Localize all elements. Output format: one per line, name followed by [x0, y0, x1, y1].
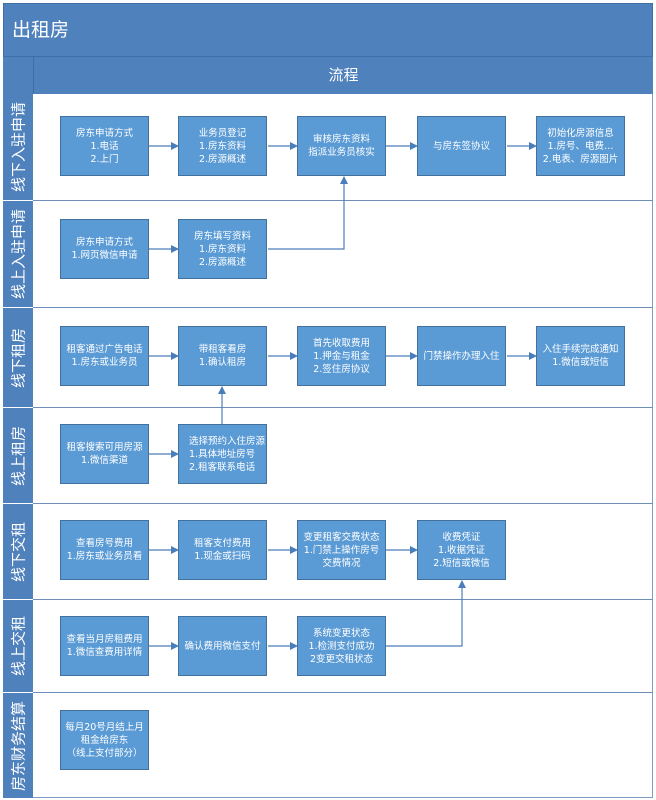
- node-tenant-pay: 租客支付费用 1.现金或扫码: [178, 520, 267, 580]
- flow-header: 流程: [33, 57, 653, 94]
- node-change-pay-status: 变更租客交费状态 1.门禁上操作房号 交费情况: [297, 520, 386, 580]
- lane-divider: [33, 200, 653, 201]
- node-monthly-settlement: 每月20号月结上月 租金给房东 （线上支付部分）: [60, 710, 149, 770]
- arrow: [386, 580, 466, 647]
- header-corner: [3, 57, 33, 94]
- arrow: [268, 176, 348, 250]
- node-viewing: 带租客看房 1.确认租房: [178, 326, 267, 386]
- node-check-room-fee: 查看房号费用 1.房东或业务员看: [60, 520, 149, 580]
- node-receipt: 收费凭证 1.收据凭证 2.短信或微信: [417, 520, 506, 580]
- lane-divider: [33, 692, 653, 693]
- node-ad-call: 租客通过广告电话 1.房东或业务员: [60, 326, 149, 386]
- node-offline-apply-method: 房东申请方式 1.电话 2.上门: [60, 116, 149, 176]
- lane-divider: [33, 599, 653, 600]
- node-access-control: 门禁操作办理入住: [417, 326, 506, 386]
- page-title: 出租房: [3, 3, 653, 57]
- lane-divider: [33, 307, 653, 308]
- node-online-apply-method: 房东申请方式 1.网页微信申请: [60, 219, 149, 279]
- node-sign-agreement: 与房东签协议: [417, 116, 506, 176]
- node-init-listing: 初始化房源信息 1.房号、电费… 2.电表、房源图片: [536, 116, 625, 176]
- lane-label-online-onboarding: 线上入驻申请: [3, 201, 33, 308]
- lane-divider: [33, 503, 653, 504]
- node-system-status: 系统变更状态 1.检测支付成功 2变更交租状态: [297, 616, 386, 676]
- node-review-assign: 审核房东资料 指派业务员核实: [297, 116, 386, 176]
- node-landlord-fill-info: 房东填写资料 1.房东资料 2.房源概述: [178, 219, 267, 279]
- node-check-month-rent: 查看当月房租费用 1.微信查费用详情: [60, 616, 149, 676]
- lane-label-offline-rent-payment: 线下交租: [3, 504, 33, 600]
- lane-label-online-rental: 线上租房: [3, 408, 33, 504]
- node-confirm-wechat-pay: 确认费用微信支付: [178, 616, 267, 676]
- lane-label-landlord-settlement: 房东财务结算: [3, 693, 33, 798]
- node-select-reserve: 选择预约入住房源 1.具体地址房号 2.租客联系电话: [178, 424, 267, 484]
- node-search-listing: 租客搜索可用房源 1.微信渠道: [60, 424, 149, 484]
- lane-divider: [33, 407, 653, 408]
- node-staff-register: 业务员登记 1.房东资料 2.房源概述: [178, 116, 267, 176]
- lane-label-offline-onboarding: 线下入驻申请: [3, 94, 33, 201]
- node-collect-fees: 首先收取费用 1.押金与租金 2.签住房协议: [297, 326, 386, 386]
- lane-label-online-rent-payment: 线上交租: [3, 600, 33, 693]
- lane-label-offline-rental: 线下租房: [3, 308, 33, 408]
- node-checkin-notice: 入住手续完成通知 1.微信或短信: [536, 326, 625, 386]
